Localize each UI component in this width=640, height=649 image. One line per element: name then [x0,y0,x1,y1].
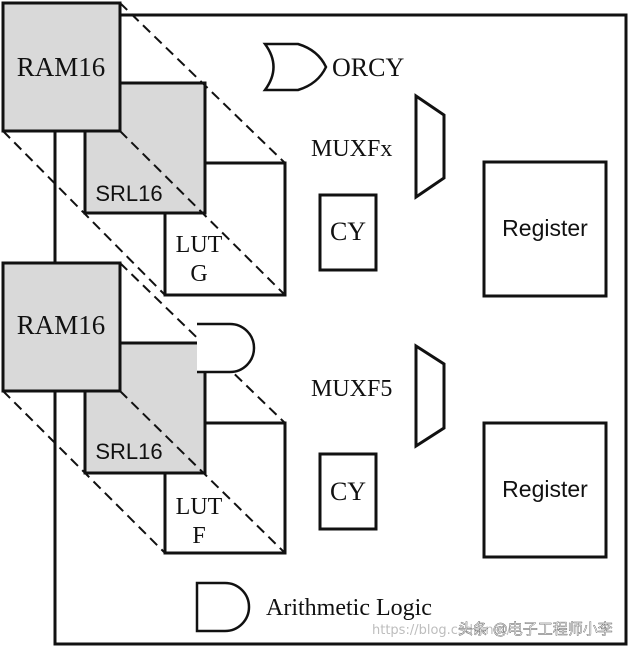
watermark-url: https://blog.csdn.net/ [372,623,512,638]
arithmetic-logic-label: Arithmetic Logic [266,595,432,621]
cy-top-label: CY [330,217,366,246]
lut-f-label-line2: F [192,523,205,549]
ram16-top-label: RAM16 [17,52,106,82]
lut-g-label-line1: LUT [176,232,223,258]
lut-f-block [163,421,287,555]
ram16-bottom-label: RAM16 [17,310,106,340]
perspective-lines-top [2,2,286,296]
orcy-label: ORCY [332,53,404,82]
muxf5-label: MUXF5 [311,376,392,402]
arithmetic-logic-gate-icon [195,581,251,633]
orcy-gate-icon [262,42,328,92]
register-bottom-label: Register [502,476,588,502]
register-top-block [482,160,608,298]
muxfx-label: MUXFx [311,136,392,162]
cy-bottom-label: CY [330,477,366,506]
lut-g-block [163,161,287,297]
register-top-label: Register [502,215,588,241]
srl16-top-label: SRL16 [95,181,162,206]
muxfx-mux-icon [414,93,446,200]
lut-f-label-line1: LUT [176,494,223,520]
srl16-bottom-label: SRL16 [95,439,162,464]
ram16-top-block [1,1,122,133]
lut-g-label-line2: G [190,261,207,287]
cy-bottom-block [318,452,378,531]
register-bottom-block [482,421,608,559]
watermark-account: 头条 @电子工程师小李 [458,620,613,638]
and-gate-icon [197,322,256,374]
ram16-bottom-block [1,261,122,393]
cy-top-block [318,193,378,272]
muxf5-mux-icon [414,343,446,449]
